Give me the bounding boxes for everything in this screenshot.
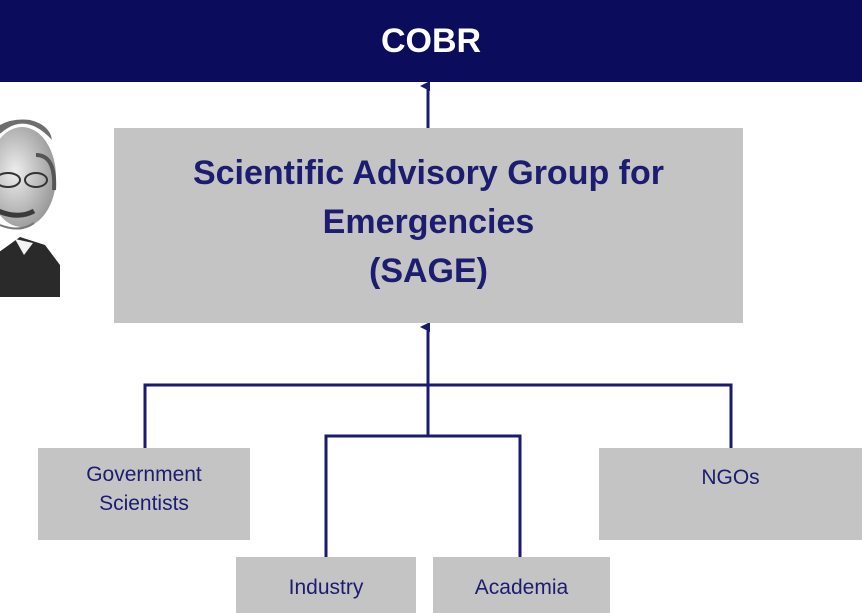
branch-upper (143, 383, 733, 448)
sage-box: Scientific Advisory Group for Emergencie… (114, 128, 743, 323)
government-label-line2: Scientists (99, 492, 189, 515)
industry-box: Industry (236, 557, 416, 613)
government-scientists-box: Government Scientists (38, 448, 250, 540)
academia-label: Academia (474, 576, 569, 599)
sage-title-line3: (SAGE) (369, 252, 488, 290)
government-label-line1: Government (86, 463, 202, 486)
cobr-header: COBR (0, 0, 862, 82)
ngos-box: NGOs (599, 448, 862, 540)
industry-label: Industry (288, 576, 364, 599)
sage-title-line1: Scientific Advisory Group for (192, 154, 665, 192)
branch-lower (324, 434, 522, 557)
sage-title-line2: Emergencies (322, 203, 535, 241)
person-photo-icon (0, 105, 60, 297)
cobr-title: COBR (380, 21, 482, 60)
ngos-label: NGOs (701, 466, 760, 489)
academia-box: Academia (433, 557, 610, 613)
